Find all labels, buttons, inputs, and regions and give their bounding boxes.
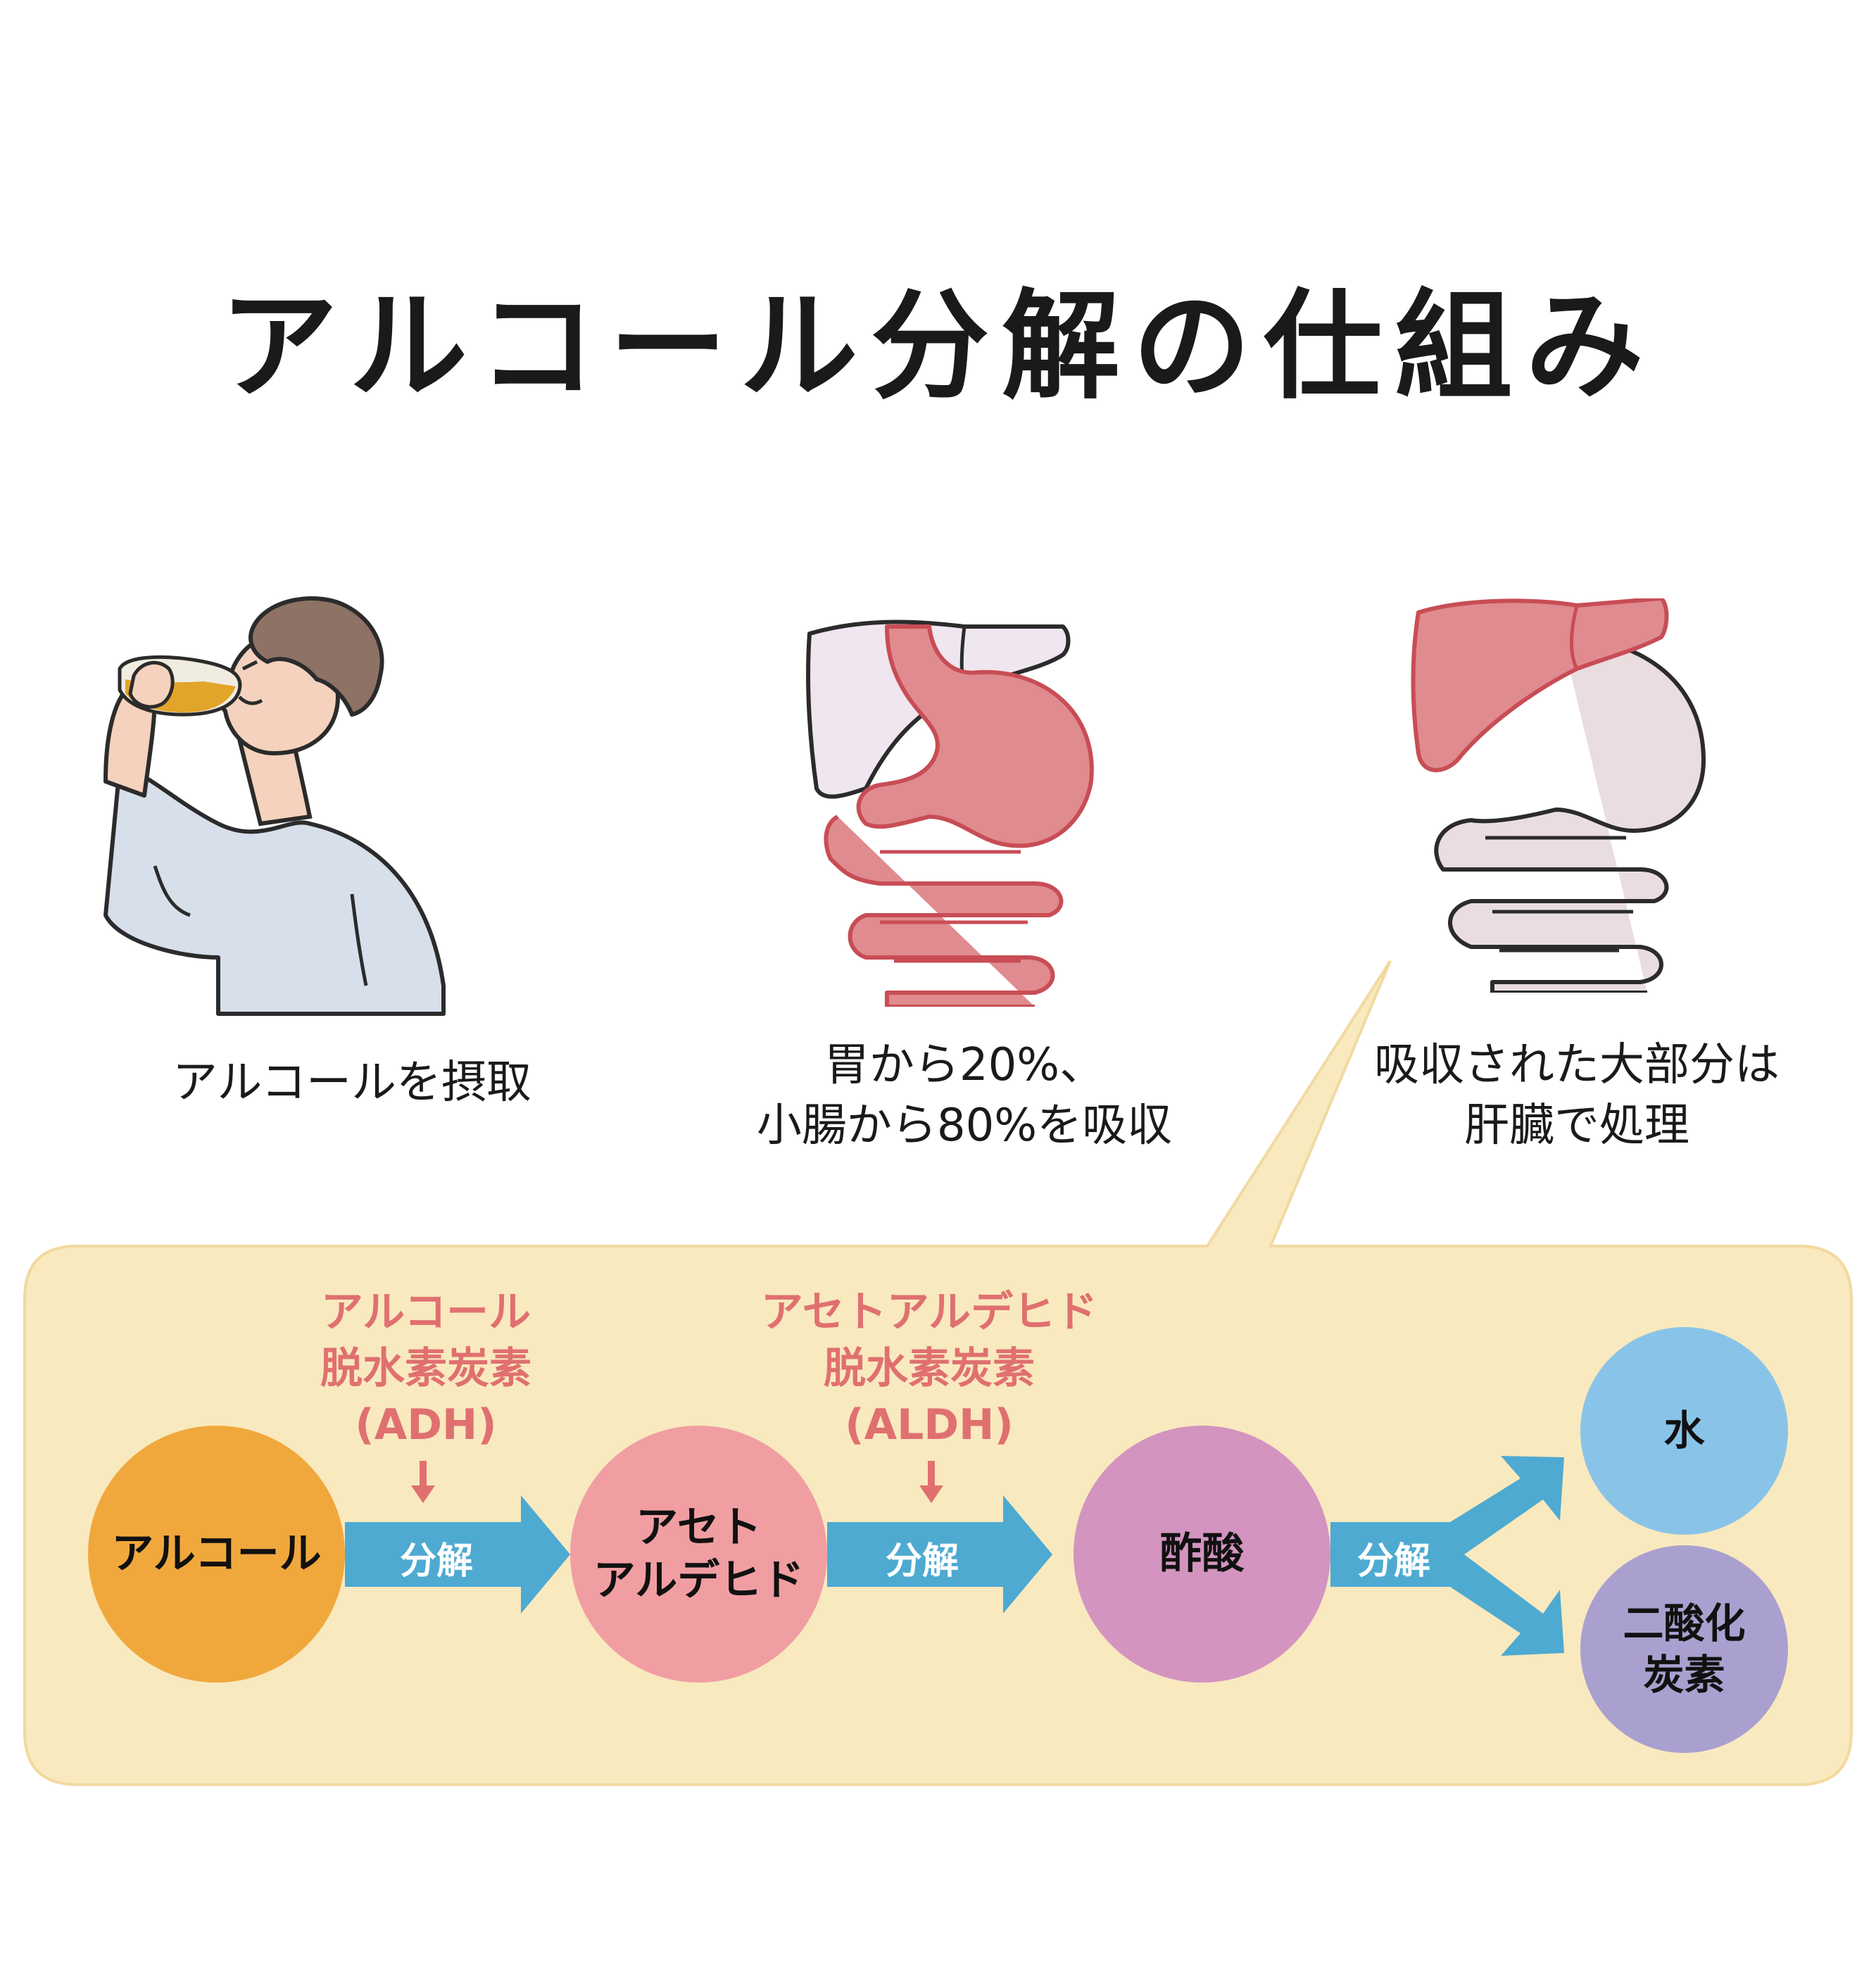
enzyme-aldh: アセトアルデヒド 脱水素炭素 (ALDH): [760, 1288, 1098, 1450]
node-acetaldehyde: アセト アルデヒド: [570, 1426, 827, 1683]
enzyme-adh: アルコール 脱水素炭素 (ADH): [320, 1288, 531, 1450]
liver-icon: [1408, 596, 1711, 995]
step-caption-liver: 吸収された大部分は 肝臓で処理: [1374, 1039, 1780, 1152]
node-acetic-acid: 酢酸: [1074, 1426, 1330, 1683]
node-water: 水: [1580, 1327, 1788, 1535]
node-carbon-dioxide: 二酸化 炭素: [1580, 1545, 1788, 1753]
node-alcohol: アルコール: [88, 1426, 345, 1683]
arrow-label-3: 分解: [1356, 1540, 1430, 1583]
enzyme-arrow-1: [411, 1461, 435, 1503]
person-drinking-icon: [77, 591, 570, 1021]
page-title: アルコール分解の仕組み: [220, 277, 1656, 415]
arrow-label-1: 分解: [399, 1540, 473, 1583]
arrow-3: [1330, 1456, 1564, 1656]
arrow-label-2: 分解: [885, 1540, 959, 1583]
arrow-2: [827, 1495, 1052, 1614]
arrow-1: [345, 1495, 570, 1614]
stomach-intestine-icon: [802, 612, 1098, 1009]
enzyme-arrow-2: [919, 1461, 943, 1503]
step-caption-absorption: 胃から20%、 小腸から80%を吸収: [756, 1039, 1173, 1152]
step-caption-intake: アルコールを摂取: [172, 1057, 532, 1109]
